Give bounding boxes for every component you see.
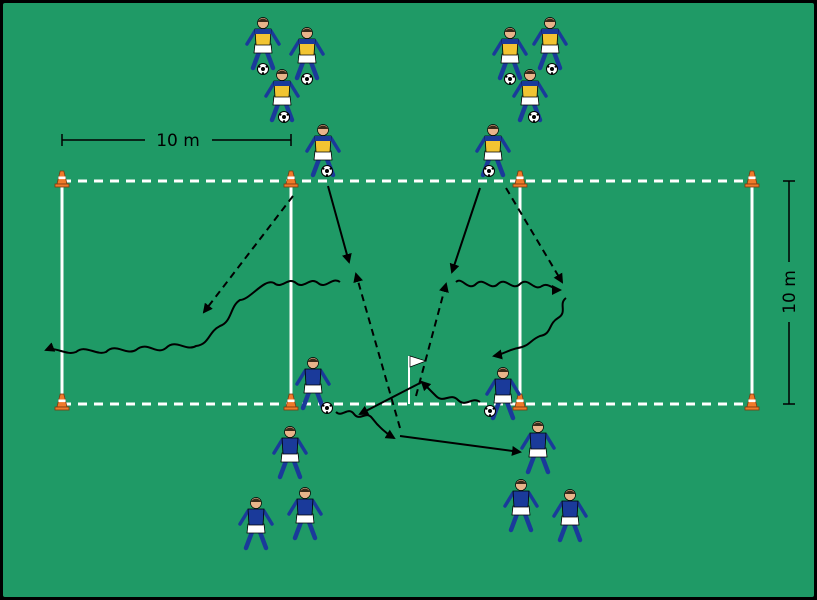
run-arrow [202, 195, 294, 314]
pass-arrow [449, 187, 481, 274]
ball-icon [278, 111, 290, 123]
pass-arrow [399, 435, 522, 456]
ball-icon [484, 405, 496, 417]
ball-icon [483, 165, 495, 177]
dribble-arrow [492, 297, 567, 360]
width-measure: 10 m [61, 131, 292, 151]
height-measure-label: 10 m [780, 270, 800, 314]
run-arrow [505, 187, 564, 284]
width-measure-label: 10 m [156, 131, 200, 151]
ball-icon [301, 73, 313, 85]
ball-icon [504, 73, 516, 85]
run-arrow [415, 282, 449, 397]
ball-icon [546, 63, 558, 75]
flag-icon [408, 355, 428, 404]
run-arrow [353, 272, 401, 429]
height-measure: 10 m [780, 180, 800, 405]
dribble-arrow [44, 279, 341, 354]
ball-icon [321, 165, 333, 177]
dribble-arrow [420, 380, 481, 404]
pass-arrow [327, 185, 352, 264]
ball-icon [528, 111, 540, 123]
dribble-arrow [335, 410, 396, 440]
ball-icon [257, 63, 269, 75]
field [3, 3, 814, 597]
ball-icon [321, 402, 333, 414]
pass-arrow [358, 381, 423, 415]
dribble-arrow [455, 279, 562, 295]
